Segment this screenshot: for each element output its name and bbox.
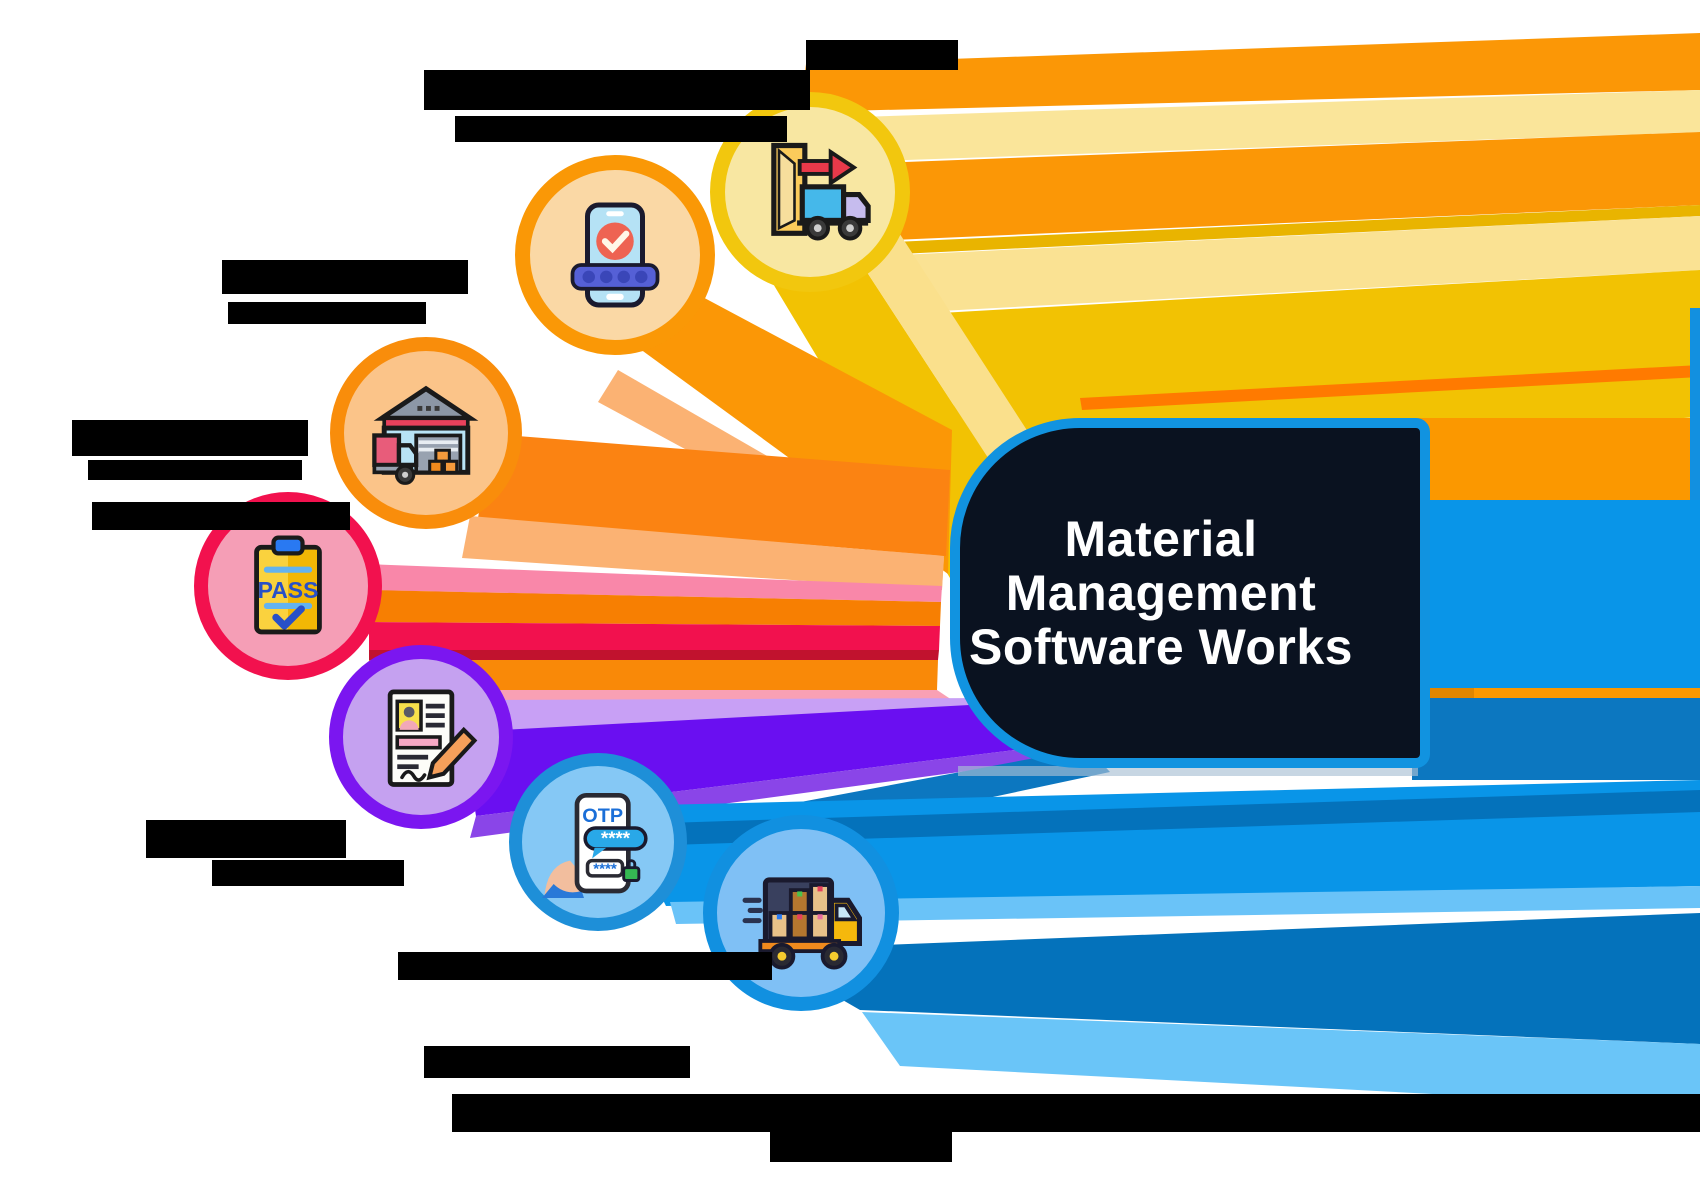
redacted-label-bar [88, 460, 302, 480]
center-title-line-2: Management [1005, 565, 1317, 621]
redacted-label-bar [806, 40, 958, 70]
phone-approval-icon [570, 202, 660, 308]
node-mobile-approval [515, 155, 715, 355]
node-warehouse-unloading [330, 337, 522, 529]
center-title-line-1: Material [1064, 511, 1258, 567]
redacted-label-bar [398, 952, 772, 980]
otp-bubble-mask: **** [601, 827, 631, 848]
redacted-label-bar [222, 260, 468, 294]
redacted-label-bar [424, 70, 810, 110]
gate-pass-clipboard-icon: PASS [254, 535, 322, 635]
truck-exit-door-icon [771, 142, 871, 241]
delivery-truck-icon [742, 877, 862, 970]
node-document-signature [329, 645, 513, 829]
document-signature-icon [387, 689, 478, 787]
otp-field-mask: **** [593, 861, 617, 878]
redacted-label-bar [452, 1094, 1700, 1132]
redacted-label-bar [146, 820, 346, 858]
center-title-box: Material Management Software Works [950, 418, 1430, 768]
center-box-shadow [958, 766, 1418, 776]
redacted-label-bar [72, 420, 308, 456]
otp-phone-icon: OTP **** **** [542, 793, 648, 898]
redacted-label-bar [424, 1046, 690, 1078]
redacted-label-bar [770, 1126, 952, 1162]
node-otp-verification: OTP **** **** [509, 753, 687, 931]
redacted-label-bar [228, 302, 426, 324]
center-title-line-3: Software Works [969, 619, 1353, 675]
redacted-label-bar [212, 860, 404, 886]
node-material-delivery [703, 815, 899, 1011]
redacted-label-bar [455, 116, 787, 142]
warehouse-truck-icon [372, 385, 479, 485]
pass-text: PASS [258, 577, 319, 603]
otp-text: OTP [582, 805, 623, 827]
redacted-label-bar [92, 502, 350, 530]
